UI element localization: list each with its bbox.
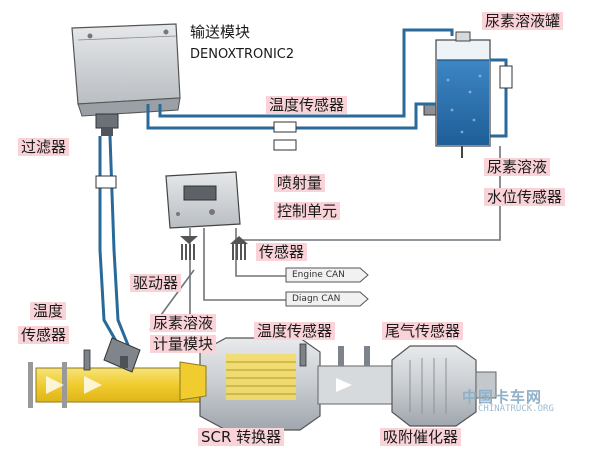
signal-wires (149, 146, 501, 331)
temperature-sensor-left-label-line2: 传感器 (18, 326, 70, 344)
dosing-control-unit-label-line2: 控制单元 (274, 202, 341, 220)
can-tags (285, 267, 369, 307)
urea-level-sensor-label-line2: 水位传感器 (484, 188, 566, 206)
adsorption-catalyst-label: 吸附催化器 (380, 428, 462, 446)
urea-dosing-module-label-line2: 计量模块 (150, 335, 217, 353)
hose-clips (95, 65, 513, 189)
urea-dosing-module-label-line1: 尿素溶液 (150, 314, 217, 332)
temperature-sensor-probes (83, 343, 307, 371)
urea-dosing-module-shape (103, 337, 141, 373)
dosing-control-unit-label-line1: 喷射量 (274, 174, 326, 192)
delivery-module-shape (71, 23, 181, 136)
temperature-sensor-mid-label: 温度传感器 (254, 322, 336, 340)
delivery-module-model-label: DENOXTRONIC2 (190, 47, 295, 62)
urea-lines (98, 28, 508, 351)
watermark-logo-text: 中国卡车网 (462, 388, 543, 406)
temperature-sensor-top-label: 温度传感器 (266, 96, 348, 114)
scr-converter-label: SCR 转换器 (198, 428, 285, 446)
diagn-can-tag: Diagn CAN (292, 294, 341, 304)
driver-label: 驱动器 (130, 274, 182, 292)
scr-converter-shape (179, 337, 321, 431)
engine-can-tag: Engine CAN (292, 270, 345, 280)
adsorption-catalyst-shape (391, 345, 497, 427)
delivery-module-label: 输送模块 (190, 23, 251, 41)
urea-level-sensor-label-line1: 尿素溶液 (484, 158, 551, 176)
exhaust-sensor-label: 尾气传感器 (382, 322, 464, 340)
sensor-label: 传感器 (256, 243, 308, 261)
connector-marks (180, 236, 248, 260)
mid-pipe-shape (317, 346, 393, 405)
filter-label: 过滤器 (18, 138, 70, 156)
dosing-control-unit-shape (165, 171, 241, 229)
temperature-sensor-left-label-line1: 温度 (30, 302, 67, 320)
urea-tank-label: 尿素溶液罐 (482, 12, 564, 30)
watermark-url: CHINATRUCK.ORG (478, 404, 554, 414)
urea-tank-shape (423, 31, 491, 158)
